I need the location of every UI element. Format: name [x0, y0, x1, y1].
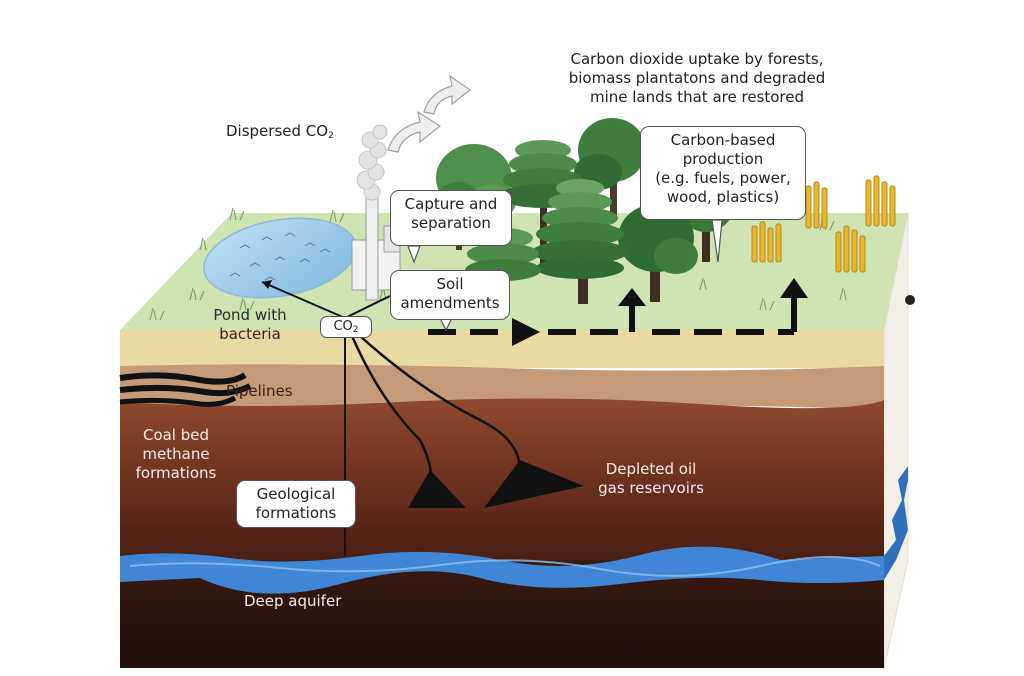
edge-marker [905, 295, 915, 305]
dispersal-arrow-1 [387, 110, 442, 153]
layered-tree-2 [532, 179, 628, 302]
aquifer-band [120, 546, 884, 594]
coal-bed-label: Coal bed methane formations [135, 426, 217, 482]
production-pointer [711, 219, 723, 263]
dashed-arrowhead-right [512, 318, 540, 346]
co2-source-callout: CO2 [320, 316, 372, 338]
wheat-3 [835, 225, 866, 273]
geological-formations-callout: Geological formations [236, 480, 356, 528]
aquifer-highlight [129, 556, 881, 577]
wheat-4 [865, 175, 896, 227]
aquifer-edge [884, 466, 908, 580]
dashed-arrowhead-up-2 [780, 278, 808, 298]
reservoir-fill-1 [408, 470, 466, 508]
pipeline-3 [119, 395, 237, 407]
pipelines-label: Pipelines [226, 382, 293, 400]
pipeline-1 [119, 372, 247, 385]
co2-source-text: CO [333, 319, 353, 334]
wheat-1 [751, 221, 782, 263]
sand-layer [120, 330, 884, 368]
tan-layer [120, 364, 884, 411]
dispersed-co2-text: Dispersed CO [226, 122, 329, 140]
pipeline-2 [119, 383, 252, 397]
capture-separation-callout: Capture and separation [390, 190, 512, 246]
wheat-2 [805, 181, 828, 229]
pond-label: Pond with bacteria [213, 306, 287, 343]
grass-tufts [149, 207, 847, 321]
dashed-arrowhead-up-1 [618, 288, 646, 306]
pond-arrowhead [262, 280, 272, 289]
depleted-reservoirs-label: Depleted oil gas reservoirs [598, 460, 704, 497]
dashed-carbon-arrow [428, 296, 797, 335]
reservoir-branch-2 [359, 335, 522, 471]
pond-ripples [229, 232, 331, 281]
dispersal-arrow-2 [423, 74, 472, 115]
co2-source-subscript: 2 [352, 325, 359, 335]
smoke-plume [356, 124, 388, 201]
dispersed-co2-subscript: 2 [328, 131, 334, 141]
uptake-label: Carbon dioxide uptake by forests, biomas… [568, 50, 826, 106]
carbon-production-callout: Carbon-based production (e.g. fuels, pow… [640, 126, 806, 220]
biomass-plants [751, 175, 896, 273]
capture-pointer [407, 245, 421, 264]
soil-amendments-callout: Soil amendments [390, 270, 510, 320]
power-plant [351, 195, 401, 301]
dispersed-co2-label: Dispersed CO2 [226, 122, 334, 146]
reservoir-fill-2 [484, 460, 584, 508]
soil-layer [120, 398, 884, 560]
deep-aquifer-label: Deep aquifer [244, 592, 342, 610]
